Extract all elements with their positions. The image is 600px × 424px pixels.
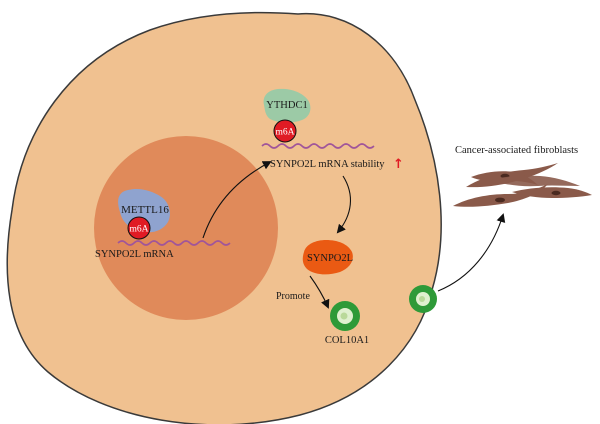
fibroblast-3-nucleus (495, 197, 505, 203)
synpo2l-protein (302, 240, 353, 275)
nucleus (94, 136, 278, 320)
secreted-vesicle-center (419, 296, 425, 302)
promote-label: Promote (276, 291, 310, 302)
ythdc1-label: YTHDC1 (266, 100, 307, 111)
mrna-stability-label: SYNPO2L mRNA stability (270, 159, 385, 170)
ythdc1-protein (263, 88, 311, 123)
secretion-arrow (437, 213, 506, 292)
fibroblast-4-nucleus (551, 190, 561, 196)
mettl16-label: METTL16 (121, 204, 169, 216)
translation-arrow (336, 175, 352, 234)
m6a-label-cytoplasm: m6A (276, 128, 295, 138)
m6a-label-nucleus: m6A (130, 225, 149, 235)
fibroblast-5 (490, 175, 580, 187)
export-arrow (202, 161, 272, 239)
mrna-nucleus-label: SYNPO2L mRNA (95, 249, 174, 260)
fibroblasts-label: Cancer-associated fibroblasts (455, 145, 578, 156)
m6a-mark-cytoplasm (273, 119, 297, 143)
col10a1-label: COL10A1 (325, 335, 369, 346)
promote-arrow (309, 275, 330, 309)
stability-up-arrow: ↑ (393, 157, 404, 172)
mrna-cytoplasm-strand (261, 143, 375, 149)
mrna-nucleus-strand (117, 240, 231, 246)
synpo2l-label: SYNPO2L (307, 253, 353, 264)
col10a1-center (340, 312, 348, 320)
fibroblast-cells (453, 163, 592, 207)
m6a-mark-nucleus (127, 216, 151, 240)
fibroblast-3 (453, 184, 548, 207)
